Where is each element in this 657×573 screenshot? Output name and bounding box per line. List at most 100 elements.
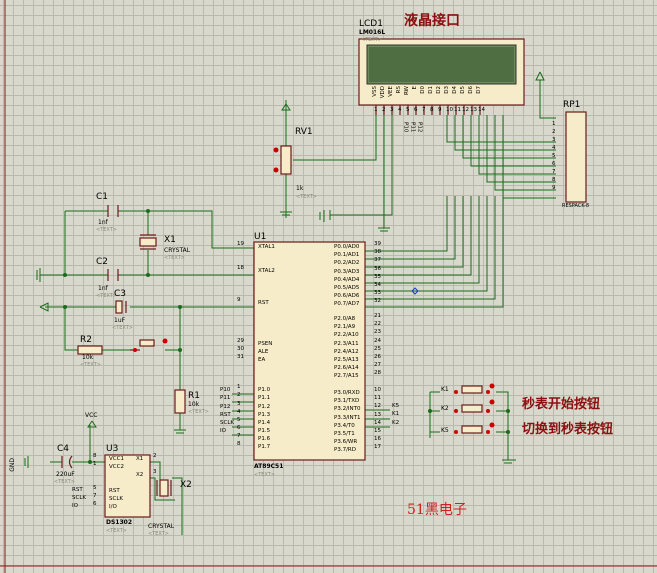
capacitor-c1[interactable] (107, 205, 119, 217)
note-switch-to-stopwatch: 切换到秒表按钮 (522, 422, 614, 437)
lcd-pin-number: 13 (470, 107, 477, 113)
x1-text-tag: <TEXT> (164, 255, 185, 261)
potentiometer-rv1[interactable] (273, 145, 292, 175)
u1-pin-number: 37 (374, 257, 381, 264)
crystal-x2[interactable] (156, 479, 172, 497)
u1-pin-name: P1.0 (258, 387, 271, 393)
switch-k5[interactable] (454, 422, 495, 435)
u1-pin-number: 34 (374, 282, 381, 288)
lcd-ref: LCD1 (359, 19, 383, 29)
lcd-pin-name: D3 (444, 86, 450, 94)
capacitor-c4[interactable] (61, 455, 73, 469)
u1-net-label: P11 (220, 395, 231, 401)
u3-net-label: IO (72, 503, 78, 509)
u1-pin-name: P2.1/A9 (334, 324, 356, 331)
u1-pin-name: P3.1/TXD (334, 398, 360, 405)
lcd-pin-name: D5 (460, 86, 466, 94)
u1-pin-name: P0.4/AD4 (334, 276, 360, 283)
u1-pin-name: P0.3/AD3 (334, 268, 360, 275)
lcd-module[interactable] (358, 38, 525, 115)
c4-text-tag: <TEXT> (54, 479, 75, 485)
capacitor-c3[interactable] (115, 300, 127, 314)
u1-pin-name: P0.5/AD5 (334, 285, 360, 291)
u1-pin-name: P1.4 (258, 420, 271, 426)
u1-pin-name: P3.5/T1 (334, 431, 355, 437)
u1-pin-number: 1 (237, 384, 241, 390)
u1-ref: U1 (254, 232, 267, 242)
resistor-r2[interactable] (77, 345, 103, 355)
u1-pin-name: P3.2/INT0 (334, 406, 361, 413)
lcd-pin-number: 3 (390, 107, 394, 113)
u1-text-tag: <TEXT> (254, 472, 275, 478)
u1-pin-name: P2.7/A15 (334, 373, 359, 380)
u1-pin-number: 15 (374, 428, 381, 434)
u1-pin-name: P0.1/AD1 (334, 252, 360, 259)
lcd-pin-name: VSS (372, 86, 378, 97)
u3-pin-number: 8 (93, 453, 97, 459)
watermark: 51黑电子 (407, 502, 467, 518)
u3-text-tag: <TEXT> (106, 528, 127, 534)
c1-ref: C1 (96, 192, 109, 202)
resistor-pack-rp1[interactable] (565, 111, 587, 203)
lcd-pin-name: D2 (436, 86, 442, 94)
rp1-pin-number: 2 (552, 129, 556, 135)
reset-button[interactable] (130, 338, 168, 353)
crystal-x1[interactable] (139, 234, 157, 250)
u3-net-label: SCLK (72, 495, 87, 501)
lcd-pin-number: 14 (478, 107, 485, 113)
u1-pin-number: 8 (237, 441, 241, 447)
c3-text-tag: <TEXT> (112, 325, 133, 331)
u1-net-label: P12 (220, 404, 231, 410)
u1-pin-number: 30 (237, 346, 244, 352)
lcd-pin-number: 5 (406, 107, 410, 113)
note-stopwatch-start: 秒表开始按钮 (522, 397, 601, 412)
lcd-pin-number: 6 (414, 107, 418, 113)
u1-pin-number: 28 (374, 370, 381, 377)
u1-pin-number: 5 (237, 417, 241, 423)
u1-pin-number: 18 (237, 265, 244, 271)
u3-pin-name: VCC2 (109, 464, 124, 470)
u1-pin-number: 24 (374, 337, 381, 344)
x2-ref: X2 (180, 480, 192, 490)
microcontroller-u1[interactable] (253, 241, 366, 461)
u1-pin-name: EA (258, 357, 266, 363)
u1-pin-name: P0.0/AD0 (334, 244, 360, 250)
switch-k2[interactable] (454, 399, 495, 414)
rp1-ref: RP1 (563, 100, 581, 110)
u1-pin-name: PSEN (258, 341, 273, 347)
u3-pin-number: 6 (93, 501, 97, 507)
rp1-pin-number: 4 (552, 145, 556, 151)
rp1-pin-number: 6 (552, 161, 556, 167)
u3-pin-name: VCC1 (109, 456, 124, 462)
u3-pin-number: 5 (93, 485, 97, 491)
lcd-pin-number: 9 (438, 107, 442, 113)
u1-pin-name: P1.1 (258, 395, 271, 401)
u1-pin-name: P1.7 (258, 444, 271, 450)
resistor-r1[interactable] (174, 389, 186, 414)
capacitor-c2[interactable] (107, 269, 119, 281)
u3-pin-name: SCLK (109, 496, 124, 502)
u1-pin-number: 21 (374, 313, 381, 319)
u3-part: DS1302 (106, 519, 133, 526)
switch-k1[interactable] (454, 383, 495, 395)
lcd-pin-number: 10 (446, 107, 453, 113)
lcd-pin-name: D4 (452, 86, 458, 94)
u1-pin-name: P0.2/AD2 (334, 260, 360, 267)
u3-pin-name: RST (109, 488, 120, 494)
u1-pin-number: 12 (374, 403, 381, 410)
u1-pin-name: P2.6/A14 (334, 365, 359, 372)
switch-k5-label: K5 (441, 427, 449, 434)
switch-k1-label: K1 (441, 386, 449, 393)
u1-pin-number: 2 (237, 392, 241, 398)
u1-pin-number: 11 (374, 395, 381, 402)
c2-text-tag: <TEXT> (96, 293, 117, 299)
lcd-pin-name: VEE (388, 86, 394, 97)
rtc-u3[interactable] (104, 454, 151, 518)
u1-pin-name: XTAL1 (258, 244, 275, 250)
u3-pin-name: I/O (109, 504, 117, 510)
u1-net-label: K1 (392, 411, 400, 417)
u1-pin-number: 25 (374, 345, 381, 352)
u1-pin-name: P2.3/A11 (334, 340, 359, 347)
